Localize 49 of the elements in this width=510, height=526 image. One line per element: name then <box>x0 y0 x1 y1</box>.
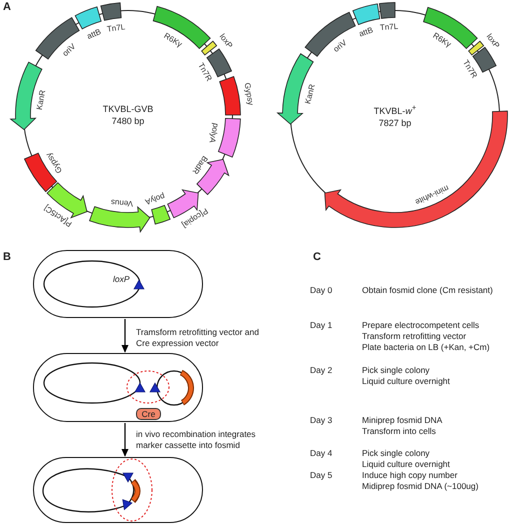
edge-label: Tramsform retrofitting vector and Cre expression vector <box>136 327 260 349</box>
step-text: Prepare electrocompetent cells <box>362 320 480 330</box>
panel-label: C <box>313 251 321 264</box>
feature-label: Tn7L <box>379 22 398 32</box>
step-text: Obtain fosmid clone (Cm resistant) <box>362 285 493 295</box>
day-label: Day 5 <box>310 470 332 480</box>
arrow <box>121 319 129 353</box>
feature-label: KanR <box>302 82 316 104</box>
bacterial-cell <box>33 250 203 318</box>
panel-label: B <box>3 251 11 264</box>
step-text: Plate bacteria on LB (+Kan, +Cm) <box>362 342 490 352</box>
day-label: Day 4 <box>310 448 332 458</box>
plasmid-name: TKVBL-GVB <box>102 103 154 115</box>
feature-label: loxP <box>484 32 502 50</box>
panel-label: A <box>3 1 11 14</box>
feature-label: oriV <box>332 38 349 54</box>
feature-label: loxP <box>218 32 234 50</box>
feature-label: attB <box>85 27 102 41</box>
day-label: Day 0 <box>310 285 332 295</box>
step-text: Pick single colony <box>362 365 430 375</box>
feature-label: Venus <box>110 198 134 208</box>
step-text: Transform into cells <box>362 426 436 436</box>
step-text: Transform retrofitting vector <box>362 331 466 341</box>
feature-label: polyA <box>208 122 221 144</box>
day-label: Day 1 <box>310 320 332 330</box>
bacterial-cell <box>33 353 203 422</box>
feature-label: Tn7R <box>196 60 214 82</box>
feature-label: KanR <box>35 89 48 110</box>
site-label: loxP <box>113 274 130 284</box>
feature-label: Tn7L <box>106 22 126 34</box>
feature-label: polyA <box>144 191 166 206</box>
step-text: Midiprep fosmid DNA (~100ug) <box>362 481 478 491</box>
cre-protein-label: Cre <box>136 408 161 420</box>
step-text: Liquid culture overnight <box>362 376 450 386</box>
edge-label: in vivo recombination integrates marker cassette into fosmid <box>136 429 257 451</box>
step-text: Pick single colony <box>362 448 430 458</box>
plasmid-size: 7827 bp <box>378 116 412 128</box>
day-label: Day 3 <box>310 415 332 425</box>
arrow <box>121 423 129 457</box>
step-text: Liquid culture overnight <box>362 459 450 469</box>
plasmid-name: TKVBL-w$^{+}$ <box>374 102 416 116</box>
bacterial-cell <box>33 457 203 523</box>
feature-label: Gypsy <box>242 82 256 106</box>
step-text: Miniprep fosmid DNA <box>362 415 442 425</box>
plasmid-size: 7480 bp <box>112 115 144 127</box>
step-text: Induce high copy number <box>362 470 458 480</box>
day-label: Day 2 <box>310 365 332 375</box>
feature-label: oriV <box>60 42 77 58</box>
feature-label: attB <box>358 25 375 38</box>
